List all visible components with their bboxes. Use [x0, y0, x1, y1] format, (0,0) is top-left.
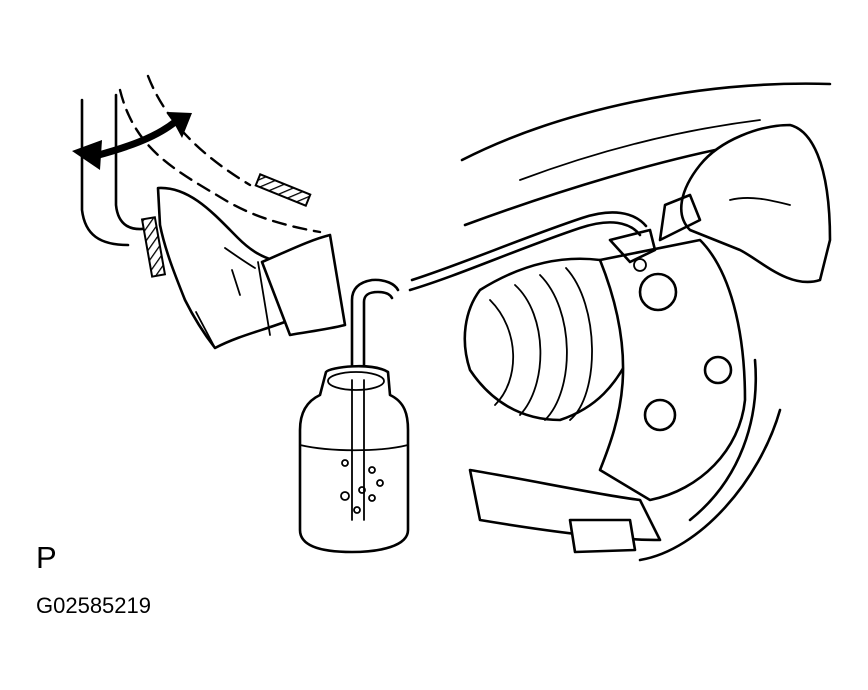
brake-pedal-pad: [140, 216, 167, 278]
figure-id-label: G02585219: [36, 593, 151, 618]
bleeder-hose: [408, 221, 642, 292]
double-arrow-icon: [72, 112, 192, 170]
wheel-hub-assembly: [460, 82, 832, 562]
pedal-released-pad: [254, 173, 312, 207]
bleeder-container: [298, 278, 410, 554]
view-code-label: P: [36, 540, 57, 575]
leg-and-foot: [80, 74, 347, 350]
